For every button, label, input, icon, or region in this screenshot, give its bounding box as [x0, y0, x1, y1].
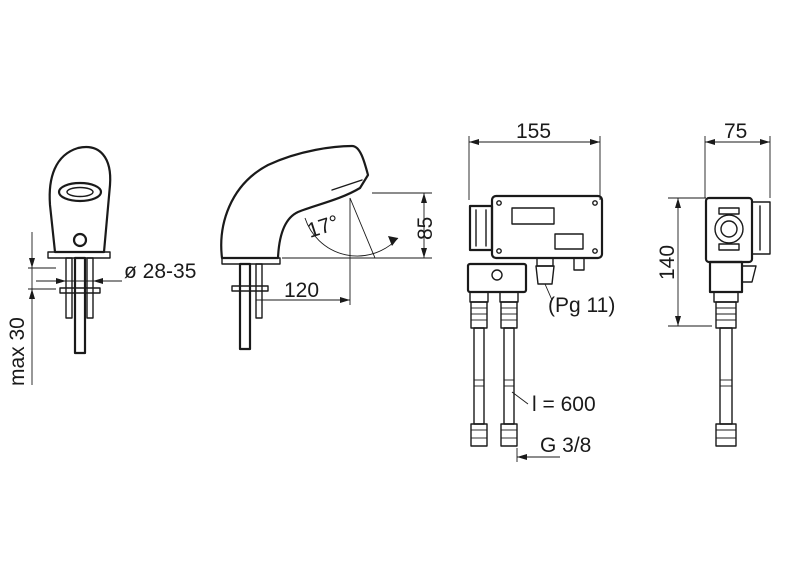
control-box-front-view: [466, 136, 604, 462]
dim-diameter: ø 28-35: [124, 260, 196, 283]
dim-85: 85: [414, 217, 437, 240]
control-box-side-view: [668, 136, 771, 447]
dim-angle-17: 17°: [304, 211, 341, 243]
dim-120: 120: [284, 279, 319, 302]
dim-max-30: max 30: [6, 317, 29, 386]
dim-140: 140: [656, 245, 679, 280]
dim-155: 155: [516, 120, 551, 143]
tap-front-view: [28, 145, 122, 385]
label-thread-g-3-8: G 3/8: [540, 434, 591, 457]
tap-side-view: [220, 144, 432, 351]
label-hose-length: l = 600: [532, 393, 596, 416]
label-pg-11: (Pg 11): [548, 294, 615, 317]
dim-75: 75: [724, 120, 747, 143]
